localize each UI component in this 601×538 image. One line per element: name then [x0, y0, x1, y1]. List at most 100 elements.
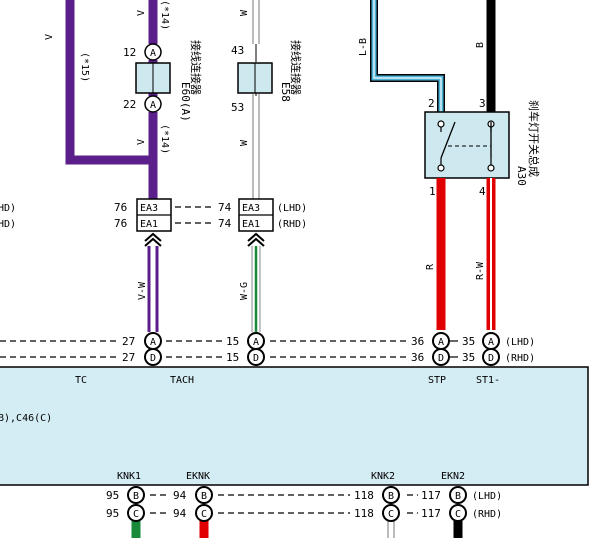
wire-bottom-thin: [387, 520, 395, 538]
label-w-mid: W: [239, 139, 250, 146]
ecu-label-stp: STP: [428, 375, 446, 386]
ea-box-right: [238, 198, 274, 232]
upper-row1-p4: 35: [462, 335, 475, 348]
upper-row1-l2: A: [253, 337, 259, 348]
lower-row1-l2: B: [201, 491, 207, 502]
label-b: B: [475, 42, 486, 48]
lower-row2-p2: 94: [173, 507, 187, 520]
lower-row2-l4: C: [455, 509, 461, 520]
ecu-label-knk2: KNK2: [371, 471, 395, 482]
lower-row1-l4: B: [455, 491, 461, 502]
label-upper-v-note: (*14): [159, 0, 170, 30]
upper-row2-p1: 27: [122, 351, 135, 364]
a30-code: A30: [515, 166, 528, 186]
upper-row1-l1: A: [150, 337, 156, 348]
label-w-top: W: [239, 9, 250, 16]
label-wg: W-G: [239, 282, 250, 300]
label-left-v: V: [44, 34, 55, 40]
upper-row2-p2: 15: [226, 351, 239, 364]
lower-row2-l2: C: [201, 509, 207, 520]
ecu-label-eknk: EKNK: [186, 471, 210, 482]
lower-row2-p3: 118: [354, 507, 374, 520]
lower-row1-p2: 94: [173, 489, 187, 502]
upper-row1-note: (LHD): [505, 337, 535, 348]
ea-row2-left-num: 76: [114, 217, 127, 230]
lower-row1-l1: B: [133, 491, 139, 502]
lower-dashed-lines: [150, 494, 418, 514]
e58-pin-top: 43: [231, 44, 244, 57]
lower-row2-p4: 117: [421, 507, 441, 520]
ea-row2-right-num: 74: [218, 217, 232, 230]
ea-row2-left-label: EA1: [140, 219, 158, 230]
ecu-label-st1: ST1-: [476, 375, 500, 386]
label-r: R: [425, 263, 436, 270]
lower-row2-note: (RHD): [472, 509, 502, 520]
left-cut-rhd: HD): [0, 219, 16, 230]
connector-e58: [237, 62, 273, 94]
lower-row1-l3: B: [388, 491, 394, 502]
label-mid-v-note: (*14): [159, 124, 170, 154]
left-cut-lhd: HD): [0, 203, 16, 214]
ea-row2-note: (RHD): [277, 219, 307, 230]
e60-pin-bottom: 22: [123, 98, 136, 111]
e60-pin-top: 12: [123, 46, 136, 59]
lower-row2-l1: C: [133, 509, 139, 520]
wire-w: [252, 0, 260, 200]
upper-row2-note: (RHD): [505, 353, 535, 364]
lower-terminal-circles: [127, 486, 467, 522]
e60-letter-top: A: [150, 48, 156, 59]
ecu-label-ekn2: EKN2: [441, 471, 465, 482]
upper-row2-p4: 35: [462, 351, 475, 364]
ecu-label-tach: TACH: [170, 375, 194, 386]
lower-row1-p3: 118: [354, 489, 374, 502]
a30-pin2: 2: [428, 97, 435, 110]
upper-row2-l3: D: [438, 353, 444, 364]
upper-row1-p3: 36: [411, 335, 424, 348]
a30-pin1: 1: [429, 185, 436, 198]
ea-row2-right-label: EA1: [242, 219, 260, 230]
ea-row1-left-num: 76: [114, 201, 127, 214]
ea-row1-right-label: EA3: [242, 203, 260, 214]
lower-row1-p4: 117: [421, 489, 441, 502]
lower-row2-p1: 95: [106, 507, 119, 520]
upper-row1-p2: 15: [226, 335, 239, 348]
ecu-part-text: B),C46(C): [0, 413, 52, 424]
ea-row1-right-num: 74: [218, 201, 232, 214]
wire-lb: [370, 0, 445, 112]
upper-row1-l4: A: [488, 337, 494, 348]
switch-a30: [424, 111, 510, 179]
ecu-label-knk1: KNK1: [117, 471, 141, 482]
a30-name: 刹车灯开关总成: [527, 100, 541, 177]
upper-row2-l1: D: [150, 353, 156, 364]
lower-row1-note: (LHD): [472, 491, 502, 502]
e58-code: E58: [279, 82, 292, 102]
e60-code: E60(A): [179, 82, 192, 122]
e58-name: 接线连接器: [289, 40, 303, 95]
upper-row2-l4: D: [488, 353, 494, 364]
label-left-v-note: (*15): [79, 52, 90, 82]
upper-terminal-circles: [144, 332, 500, 366]
a30-pin3: 3: [479, 97, 486, 110]
a30-pin4: 4: [479, 185, 486, 198]
lower-row2-l3: C: [388, 509, 394, 520]
ea-row1-left-label: EA3: [140, 203, 158, 214]
e58-pin-bottom: 53: [231, 101, 244, 114]
wire-violet-left: [65, 0, 158, 198]
label-rw: R-W: [475, 261, 486, 280]
upper-row1-p1: 27: [122, 335, 135, 348]
ecu-block: [0, 366, 589, 486]
chevron-left-icon: [144, 232, 162, 247]
connector-e60: [135, 43, 171, 113]
upper-dashed-lines: [0, 340, 408, 358]
upper-row2-p3: 36: [411, 351, 424, 364]
e60-letter-bottom: A: [150, 100, 156, 111]
label-vw: V-W: [137, 281, 148, 300]
label-mid-v: V: [136, 139, 147, 145]
e60-name: 接线连接器: [189, 40, 203, 95]
ecu-label-tc: TC: [75, 375, 87, 386]
chevron-right-icon: [247, 232, 265, 247]
label-upper-v: V: [136, 10, 147, 16]
ea-box-left: [136, 198, 172, 232]
upper-row1-l3: A: [438, 337, 444, 348]
